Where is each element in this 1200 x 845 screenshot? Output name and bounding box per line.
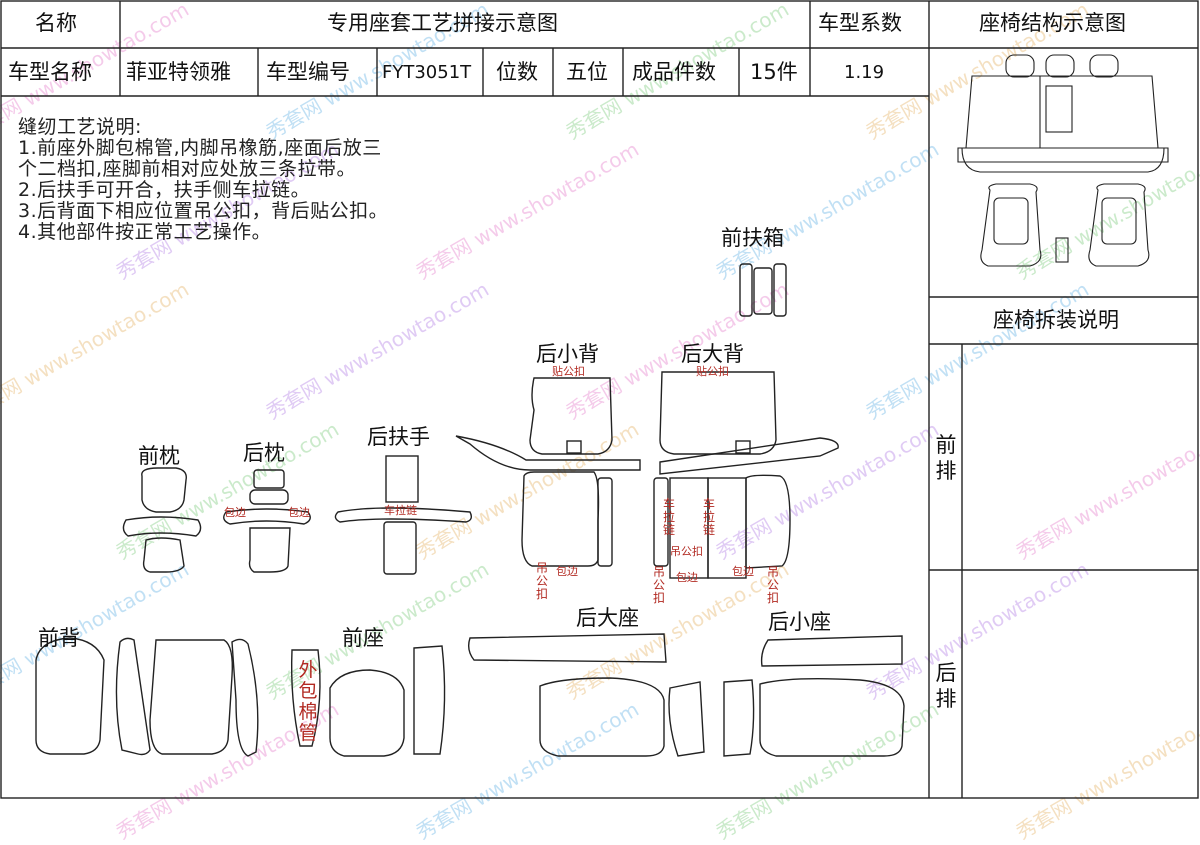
note-zipper-large-back-left: 车拉链 bbox=[663, 497, 676, 537]
part-label-rear-armrest: 后扶手 bbox=[367, 425, 430, 449]
name-label: 名称 bbox=[35, 11, 77, 35]
rear-large-seat-pieces bbox=[467, 633, 755, 757]
note-hang-clip-large-back-right: 吊公扣 bbox=[767, 565, 780, 605]
notes-line-3: 3.后背面下相应位置吊公扣，背后贴公扣。 bbox=[18, 200, 389, 222]
front-seat-pieces bbox=[290, 645, 446, 757]
part-label-rear-large-back: 后大背 bbox=[681, 342, 744, 366]
note-hang-clip-large-back-centre: 吊公扣 bbox=[670, 545, 703, 558]
sewing-notes: 缝纫工艺说明: 1.前座外脚包棉管,内脚吊橡筋,座面后放三 个二档扣,座脚前相对… bbox=[18, 117, 388, 243]
seat-structure-thumbnail bbox=[957, 54, 1169, 267]
note-stick-clip-small-back: 贴公扣 bbox=[552, 365, 585, 378]
model-name-label: 车型名称 bbox=[8, 60, 92, 84]
note-outer-cotton-tube: 外包棉管 bbox=[298, 659, 318, 744]
part-label-front-seat: 前座 bbox=[342, 626, 384, 650]
model-name-value: 菲亚特领雅 bbox=[126, 60, 231, 84]
notes-line-4: 4.其他部件按正常工艺操作。 bbox=[18, 221, 272, 243]
part-label-front-armrest-box: 前扶箱 bbox=[721, 226, 784, 250]
note-wrap-large-back-mid: 包边 bbox=[676, 571, 698, 584]
front-headrest-pieces bbox=[122, 467, 202, 573]
front-row-label: 前排 bbox=[935, 433, 957, 483]
part-label-rear-headrest: 后枕 bbox=[243, 441, 285, 465]
front-armrest-box-pieces bbox=[739, 263, 787, 317]
part-label-rear-large-seat: 后大座 bbox=[576, 606, 639, 630]
note-hang-clip-large-back-left: 吊公扣 bbox=[653, 565, 666, 605]
front-back-pieces bbox=[35, 637, 259, 757]
part-label-rear-small-back: 后小背 bbox=[536, 342, 599, 366]
part-label-front-back: 前背 bbox=[38, 626, 80, 650]
part-label-front-headrest: 前枕 bbox=[138, 444, 180, 468]
part-label-rear-small-seat: 后小座 bbox=[768, 610, 831, 634]
notes-line-1: 1.前座外脚包棉管,内脚吊橡筋,座面后放三 bbox=[18, 137, 382, 159]
notes-heading: 缝纫工艺说明: bbox=[18, 116, 142, 138]
note-zipper-large-back-right: 车拉链 bbox=[703, 497, 716, 537]
model-code-label: 车型编号 bbox=[266, 60, 350, 84]
note-hang-clip-small-back: 吊公扣 bbox=[536, 561, 549, 601]
position-value: 五位 bbox=[566, 60, 608, 84]
rear-large-back-pieces bbox=[653, 371, 839, 579]
note-wrap-large-back-right: 包边 bbox=[732, 565, 754, 578]
model-code-value: FYT3051T bbox=[382, 62, 472, 83]
note-stick-clip-large-back: 贴公扣 bbox=[696, 365, 729, 378]
position-label: 位数 bbox=[496, 60, 538, 84]
rear-small-seat-pieces bbox=[759, 635, 905, 757]
rear-small-back-pieces bbox=[455, 377, 641, 567]
page-title: 专用座套工艺拼接示意图 bbox=[327, 11, 558, 35]
disassembly-title: 座椅拆装说明 bbox=[993, 308, 1119, 332]
structure-title: 座椅结构示意图 bbox=[979, 11, 1126, 35]
note-wrap-rear-headrest-left: 包边 bbox=[224, 506, 246, 519]
pattern-drawing bbox=[0, 0, 1199, 799]
coefficient-value: 1.19 bbox=[844, 62, 885, 83]
note-wrap-rear-headrest-right: 包边 bbox=[288, 506, 310, 519]
note-zipper-rear-armrest: 车拉链 bbox=[384, 504, 417, 517]
note-wrap-small-back: 包边 bbox=[556, 565, 578, 578]
coefficient-label: 车型系数 bbox=[818, 11, 902, 35]
rear-headrest-pieces bbox=[223, 469, 311, 573]
rear-row-label: 后排 bbox=[935, 661, 957, 711]
notes-line-1b: 个二档扣,座脚前相对应处放三条拉带。 bbox=[18, 158, 357, 180]
rear-armrest-pieces bbox=[334, 455, 473, 575]
outer-frame bbox=[0, 0, 1199, 799]
notes-line-2: 2.后扶手可开合，扶手侧车拉链。 bbox=[18, 179, 311, 201]
count-label: 成品件数 bbox=[632, 60, 716, 84]
count-value: 15件 bbox=[750, 60, 798, 84]
